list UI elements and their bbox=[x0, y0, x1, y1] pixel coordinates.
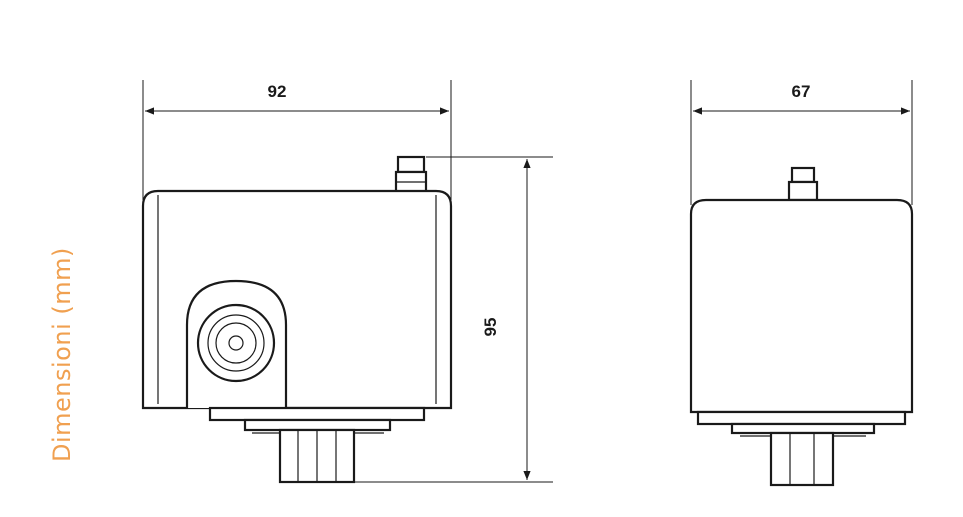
front-view: 92 95 bbox=[141, 80, 553, 484]
height-label: 95 bbox=[481, 318, 500, 337]
side-body bbox=[689, 198, 914, 414]
side-connector-hex bbox=[769, 431, 835, 487]
side-view: 67 bbox=[689, 80, 914, 487]
side-base-plate bbox=[696, 410, 907, 426]
front-top-fitting-cap bbox=[396, 155, 426, 174]
dimensions-unit-label: Dimensioni (mm) bbox=[48, 247, 76, 462]
front-base-plate bbox=[208, 406, 426, 422]
front-base-flange bbox=[243, 418, 392, 432]
side-top-fitting-cap bbox=[790, 166, 816, 184]
side-top-fitting-nut bbox=[787, 180, 819, 202]
side-width-label: 67 bbox=[792, 82, 811, 101]
front-gland-outer bbox=[196, 303, 276, 383]
side-base-flange bbox=[730, 422, 876, 435]
front-width-label: 92 bbox=[268, 82, 287, 101]
